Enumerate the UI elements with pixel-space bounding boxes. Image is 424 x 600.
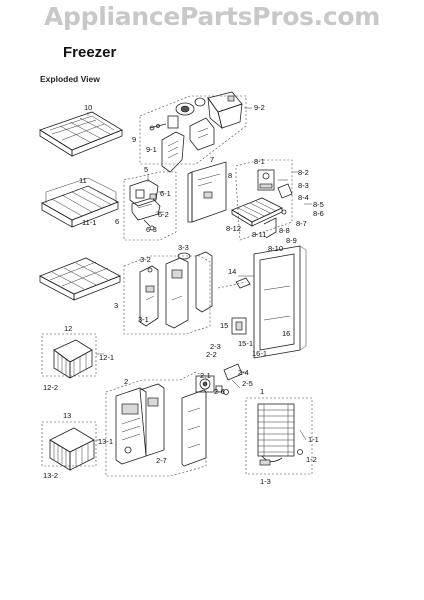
callout-8: 8 (228, 171, 232, 180)
callout-1: 1 (260, 387, 264, 396)
duct-assembly-3 (123, 251, 213, 335)
callout-6-2: 6-2 (158, 210, 169, 219)
callout-8-11: 8-11 (252, 230, 266, 239)
callout-8-5: 8-5 (313, 200, 324, 209)
dispenser-mechanism-6 (123, 171, 177, 241)
callout-6-3: 6-3 (146, 225, 157, 234)
callout-15: 15 (220, 321, 228, 330)
icemaker-assembly-9 (139, 91, 247, 173)
callout-8-10: 8-10 (268, 244, 283, 253)
callout-13-2: 13-2 (43, 471, 58, 480)
callout-2: 2 (124, 377, 128, 386)
callout-8-6: 8-6 (313, 209, 324, 218)
callout-8-1: 8-1 (254, 157, 265, 166)
callout-3: 3 (114, 301, 118, 310)
callout-8-2: 8-2 (298, 168, 309, 177)
shelf-10 (39, 111, 123, 157)
panel-7 (187, 161, 227, 223)
callout-11-1: 11-1 (82, 218, 96, 227)
evaporator-1 (245, 397, 313, 475)
callout-12: 12 (64, 324, 72, 333)
callout-12-2: 12-2 (43, 383, 58, 392)
callout-1-1: 1-1 (308, 435, 319, 444)
callout-2-4: 2-4 (238, 368, 249, 377)
callout-12-1: 12-1 (99, 353, 114, 362)
basket-13 (41, 421, 97, 471)
callout-15-1: 15-1 (238, 339, 253, 348)
callout-9: 9 (132, 135, 136, 144)
callout-2-7: 2-7 (156, 456, 167, 465)
callout-13-1: 13-1 (98, 437, 113, 446)
callout-14: 14 (228, 267, 236, 276)
diagram-subtitle: Exploded View (40, 74, 100, 84)
callout-10: 10 (84, 103, 92, 112)
callout-3-2: 3-2 (140, 255, 151, 264)
watermark-logo: AppliancePartsPros.com (43, 2, 381, 31)
callout-16: 16 (282, 329, 290, 338)
icemaker-assembly-8 (231, 159, 293, 241)
callout-16-1: 16-1 (252, 349, 267, 358)
callout-6: 6 (115, 217, 119, 226)
shelf-plain (39, 257, 121, 301)
callout-8-4: 8-4 (298, 193, 309, 202)
callout-13: 13 (63, 411, 71, 420)
callout-11: 11 (79, 176, 87, 185)
callout-3-1: 3-1 (138, 315, 149, 324)
callout-8-12: 8-12 (226, 224, 241, 233)
callout-1-3: 1-3 (260, 477, 271, 486)
callout-7: 7 (210, 155, 214, 164)
callout-2-5: 2-5 (242, 379, 253, 388)
basket-12 (41, 333, 97, 379)
callout-6-1: 6-1 (160, 189, 171, 198)
callout-8-7: 8-7 (296, 219, 307, 228)
callout-2-1: 2-1 (200, 371, 211, 380)
callout-2-6: 2-6 (214, 387, 225, 396)
callout-2-3: 2-3 (210, 342, 221, 351)
callout-9-2: 9-2 (254, 103, 265, 112)
cover-15 (231, 317, 247, 335)
callout-3-3: 3-3 (178, 243, 189, 252)
callout-1-2: 1-2 (306, 455, 317, 464)
shelf-11 (41, 177, 119, 228)
callout-8-9: 8-9 (286, 236, 297, 245)
callout-8-3: 8-3 (298, 181, 309, 190)
callout-2-2: 2-2 (206, 350, 217, 359)
callout-9-1: 9-1 (146, 145, 157, 154)
freezer-cabinet-16 (253, 245, 307, 359)
callout-8-8: 8-8 (279, 226, 290, 235)
page-title: Freezer (63, 44, 117, 61)
cover-assembly-2 (105, 363, 243, 477)
callout-5: 5 (144, 165, 148, 174)
